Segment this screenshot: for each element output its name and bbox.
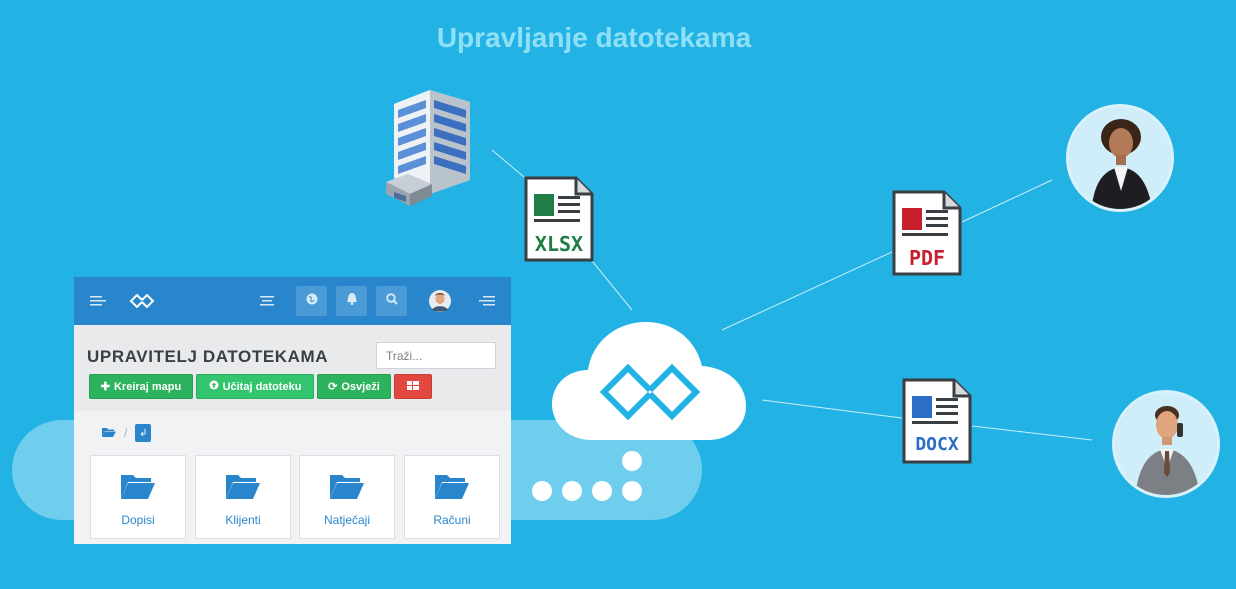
folder-label: Računi [433, 513, 471, 527]
folder-tile[interactable]: Dopisi [90, 455, 186, 539]
page-title: Upravljanje datotekama [436, 22, 752, 53]
businessman-avatar [1112, 390, 1220, 498]
list-menu-icon[interactable] [258, 277, 276, 325]
search-icon [385, 292, 398, 310]
grid-icon [407, 380, 419, 393]
app-logo-icon[interactable] [128, 277, 156, 325]
bell-icon [346, 292, 358, 310]
folder-icon [435, 473, 469, 504]
grid-view-button[interactable] [394, 374, 432, 399]
notifications-button[interactable] [336, 286, 367, 316]
refresh-button[interactable]: ⟳ Osvježi [317, 374, 391, 399]
pdf-label: PDF [908, 246, 946, 270]
folder-label: Dopisi [121, 513, 155, 527]
businesswoman-avatar [1066, 104, 1174, 212]
create-folder-label: Kreiraj mapu [113, 380, 182, 393]
menu-toggle-icon[interactable] [88, 277, 108, 325]
file-manager-title: UPRAVITELJ DATOTEKAMA [87, 347, 329, 366]
breadcrumb: / ↲ [102, 423, 152, 443]
dot [622, 451, 642, 471]
search-input[interactable]: Traži... [376, 342, 496, 369]
user-avatar[interactable] [428, 277, 452, 325]
dot [622, 481, 642, 501]
dot [532, 481, 552, 501]
dot [592, 481, 612, 501]
upload-icon [209, 380, 219, 393]
search-button[interactable] [376, 286, 407, 316]
folder-label: Klijenti [225, 513, 261, 527]
xlsx-file-icon: XLSX [524, 176, 594, 267]
plus-icon: ✚ [100, 381, 110, 393]
globe-icon [306, 292, 318, 310]
dot [562, 481, 582, 501]
upload-file-button[interactable]: Učitaj datoteku [196, 374, 314, 399]
refresh-icon: ⟳ [328, 381, 338, 393]
docx-label: DOCX [915, 434, 959, 455]
app-header: UPRAVITELJ DATOTEKAMA Traži... ✚ Kreiraj… [74, 325, 511, 411]
folder-icon [226, 473, 260, 504]
cloud-logo-icon [552, 318, 748, 449]
folder-label: Natječaji [323, 513, 371, 527]
folder-icon [330, 473, 364, 504]
folder-icon [121, 473, 155, 504]
back-arrow-icon[interactable]: ↲ [135, 424, 152, 442]
xlsx-label: XLSX [534, 232, 584, 256]
file-manager-window: UPRAVITELJ DATOTEKAMA Traži... ✚ Kreiraj… [74, 277, 511, 544]
refresh-label: Osvježi [341, 380, 380, 393]
create-folder-button[interactable]: ✚ Kreiraj mapu [89, 374, 193, 399]
docx-file-icon: DOCX [902, 378, 972, 469]
upload-file-label: Učitaj datoteku [222, 380, 302, 393]
folder-open-icon[interactable] [102, 424, 116, 442]
app-topbar [74, 277, 511, 325]
office-building-icon [380, 86, 476, 217]
folder-tile[interactable]: Natječaji [299, 455, 395, 539]
folder-tile[interactable]: Računi [404, 455, 500, 539]
pdf-file-icon: PDF [892, 190, 962, 281]
right-menu-icon[interactable] [478, 277, 496, 325]
breadcrumb-separator: / [124, 426, 128, 440]
globe-button[interactable] [296, 286, 327, 316]
folder-tile[interactable]: Klijenti [195, 455, 291, 539]
